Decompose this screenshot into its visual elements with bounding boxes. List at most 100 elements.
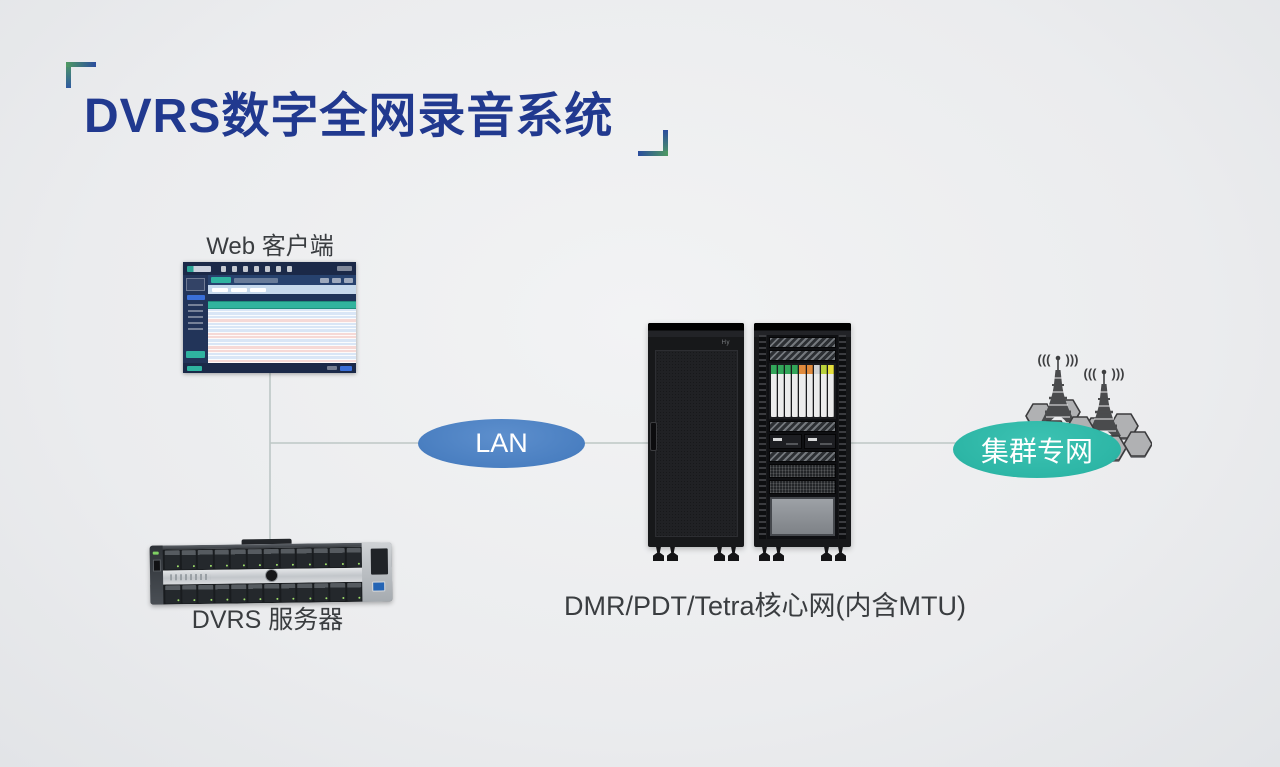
server-drive-bay — [181, 550, 197, 569]
client-table-header — [208, 294, 356, 301]
server-right-panel — [361, 542, 393, 602]
server-drive-bay — [296, 548, 312, 568]
rack-vent-unit — [769, 350, 836, 361]
server-drive-bay — [247, 549, 263, 568]
drive-activity-led — [358, 562, 361, 565]
client-table-row — [208, 312, 356, 316]
rack-mesh-panel — [769, 480, 836, 494]
client-search-box — [234, 277, 278, 283]
drive-activity-led — [325, 597, 328, 600]
rack-foot — [728, 547, 739, 561]
client-sidebar-item — [188, 322, 203, 324]
server-brand-logo-icon — [264, 568, 278, 583]
rack-card — [799, 365, 806, 417]
lan-node: LAN — [418, 419, 585, 468]
drive-activity-led — [192, 564, 195, 567]
rack-foot — [714, 547, 725, 561]
client-sidebar-item — [188, 316, 203, 318]
rack-blank-panel — [770, 497, 835, 536]
client-sidebar-menu — [188, 304, 203, 351]
core-rack-open — [754, 323, 851, 561]
rack-vent-unit — [769, 337, 836, 348]
rack-foot — [821, 547, 832, 561]
drive-activity-led — [275, 563, 278, 566]
rack-foot — [759, 547, 770, 561]
client-table-row — [208, 352, 356, 357]
client-subtoolbar-pill — [250, 287, 266, 292]
rack-card — [771, 365, 778, 417]
corner-bracket-top-left-icon — [66, 62, 96, 88]
rack-top-panel — [754, 323, 851, 337]
client-status-text — [327, 366, 337, 370]
client-toolbar-button — [332, 277, 341, 283]
rack-module — [769, 434, 802, 449]
server-chassis — [149, 542, 393, 605]
rack-vent-unit — [769, 451, 836, 462]
client-table-row — [208, 339, 356, 343]
client-filter-tag — [211, 277, 231, 283]
rack-top-panel — [648, 323, 744, 337]
client-logo-icon — [187, 265, 211, 272]
client-table-row — [208, 322, 356, 326]
server-drive-bay — [329, 547, 345, 567]
rack-card — [792, 365, 799, 417]
client-subtoolbar-pill — [231, 287, 247, 292]
client-table-row — [208, 325, 356, 330]
drive-activity-led — [292, 563, 295, 566]
rack-door-handle — [650, 421, 657, 451]
rack-foot — [835, 547, 846, 561]
server-left-panel — [149, 545, 164, 605]
rack-equipment-stack — [767, 335, 838, 539]
client-table-row — [208, 309, 356, 313]
server-drive-bay — [347, 582, 362, 601]
server-drive-bay — [280, 548, 296, 568]
rack-foot — [653, 547, 664, 561]
server-drive-bay — [313, 582, 329, 602]
rack-rail — [839, 335, 846, 539]
rack-foot — [773, 547, 784, 561]
lan-label: LAN — [475, 428, 528, 458]
drive-activity-led — [342, 596, 345, 600]
rack-vent-unit — [769, 421, 836, 432]
rack-card — [813, 365, 820, 417]
client-table-row — [208, 342, 356, 347]
client-sidebar-item — [188, 310, 203, 312]
client-table-row — [208, 332, 356, 336]
server-drive-bay — [313, 548, 329, 567]
drive-activity-led — [259, 563, 262, 566]
core-rack-closed: Hy — [648, 323, 744, 561]
rack-card — [778, 365, 785, 417]
web-client-screenshot — [183, 262, 356, 373]
rack-card — [806, 365, 813, 417]
rack-mesh-panel — [769, 464, 836, 478]
client-selected-row — [208, 301, 356, 309]
client-status-chip — [187, 365, 202, 371]
rack-brand-logo: Hy — [721, 340, 730, 346]
server-intel-badge-icon — [372, 581, 386, 592]
rack-card-cage — [769, 363, 836, 419]
server-vent-lines — [170, 573, 211, 580]
server-drive-bay — [263, 548, 279, 568]
corner-bracket-bottom-right-icon — [638, 130, 668, 156]
client-table-row — [208, 349, 356, 353]
client-toolbar-icon — [243, 265, 248, 272]
client-table-row — [208, 356, 356, 360]
rack-card — [820, 365, 827, 417]
client-main-area — [208, 275, 356, 363]
client-table-row — [208, 319, 356, 323]
client-titlebar — [183, 262, 356, 275]
server-drive-bay — [214, 549, 230, 569]
client-toolbar-icon — [232, 265, 237, 272]
client-sidebar-item — [188, 328, 203, 330]
server-drive-bay — [230, 549, 246, 569]
client-subtoolbar-pill — [212, 287, 228, 292]
server-drive-bay — [346, 547, 362, 567]
client-sidebar — [183, 275, 208, 363]
rack-module — [803, 434, 836, 449]
client-toolbar-icon — [254, 265, 259, 272]
client-toolbar-icon — [221, 265, 226, 272]
page-title: DVRS数字全网录音系统 — [84, 90, 614, 143]
client-table-row — [208, 359, 356, 363]
client-statusbar — [183, 363, 356, 373]
client-toolbar-icon — [276, 265, 281, 272]
